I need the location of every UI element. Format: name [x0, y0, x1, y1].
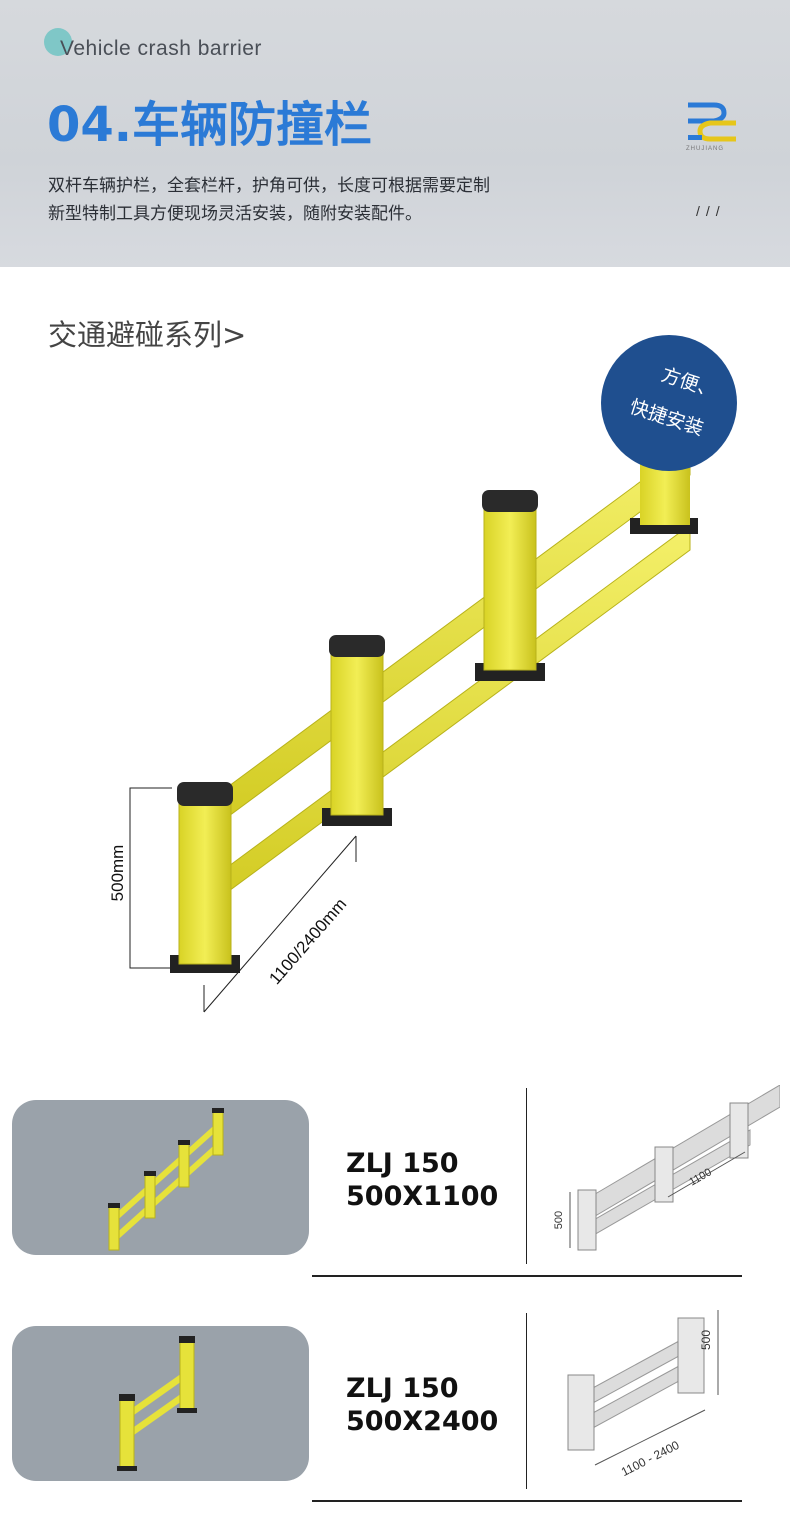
page-title: 04.车辆防撞栏	[47, 97, 373, 153]
product-1-drawing: 500 1100	[553, 1085, 780, 1251]
divider-horizontal-1	[312, 1275, 742, 1277]
product-2-size: 500X2400	[346, 1406, 499, 1437]
length-dimension-label: 1100/2400mm	[265, 895, 350, 989]
product-2-dim-height: 500	[699, 1330, 713, 1350]
install-badge: 方便、 快捷安装	[601, 335, 737, 471]
product-2-model: ZLJ 150 500X2400	[346, 1372, 498, 1438]
description-line-1: 双杆车辆护栏，全套栏杆，护角可供，长度可根据需要定制	[48, 176, 490, 196]
divider-vertical-2	[526, 1313, 527, 1489]
product-2-drawing: 500 1100 - 2400	[567, 1310, 719, 1479]
product-2-dim-length: 1100 - 2400	[619, 1438, 682, 1479]
brand-logo-icon	[688, 102, 736, 142]
product-1-dim-height: 500	[553, 1211, 565, 1229]
divider-horizontal-2	[312, 1500, 742, 1502]
barrier-illustration: 500mm 1100/2400mm	[108, 444, 698, 1013]
product-2-image	[12, 1326, 309, 1481]
height-dimension-label: 500mm	[108, 845, 127, 902]
product-1-model-name: ZLJ 150	[346, 1148, 459, 1179]
product-1-image	[12, 1100, 309, 1255]
section-title: 交通避碰系列>	[48, 318, 247, 352]
product-1-model: ZLJ 150 500X1100	[346, 1147, 498, 1213]
header-banner: Vehicle crash barrier 04.车辆防撞栏 双杆车辆护栏，全套…	[0, 0, 790, 267]
logo-text: ZHUJIANG	[686, 146, 724, 152]
product-2-model-name: ZLJ 150	[346, 1373, 459, 1404]
badge-line-2: 快捷安装	[626, 395, 707, 441]
divider-vertical-1	[526, 1088, 527, 1264]
product-1-size: 500X1100	[346, 1181, 499, 1212]
description: 双杆车辆护栏，全套栏杆，护角可供，长度可根据需要定制 新型特制工具方便现场灵活安…	[48, 172, 490, 228]
subtitle-en: Vehicle crash barrier	[60, 37, 262, 60]
decorative-slashes: ///	[696, 203, 726, 219]
description-line-2: 新型特制工具方便现场灵活安装，随附安装配件。	[48, 204, 422, 224]
badge-line-1: 方便、	[658, 363, 720, 403]
teal-dot-icon	[44, 28, 72, 56]
